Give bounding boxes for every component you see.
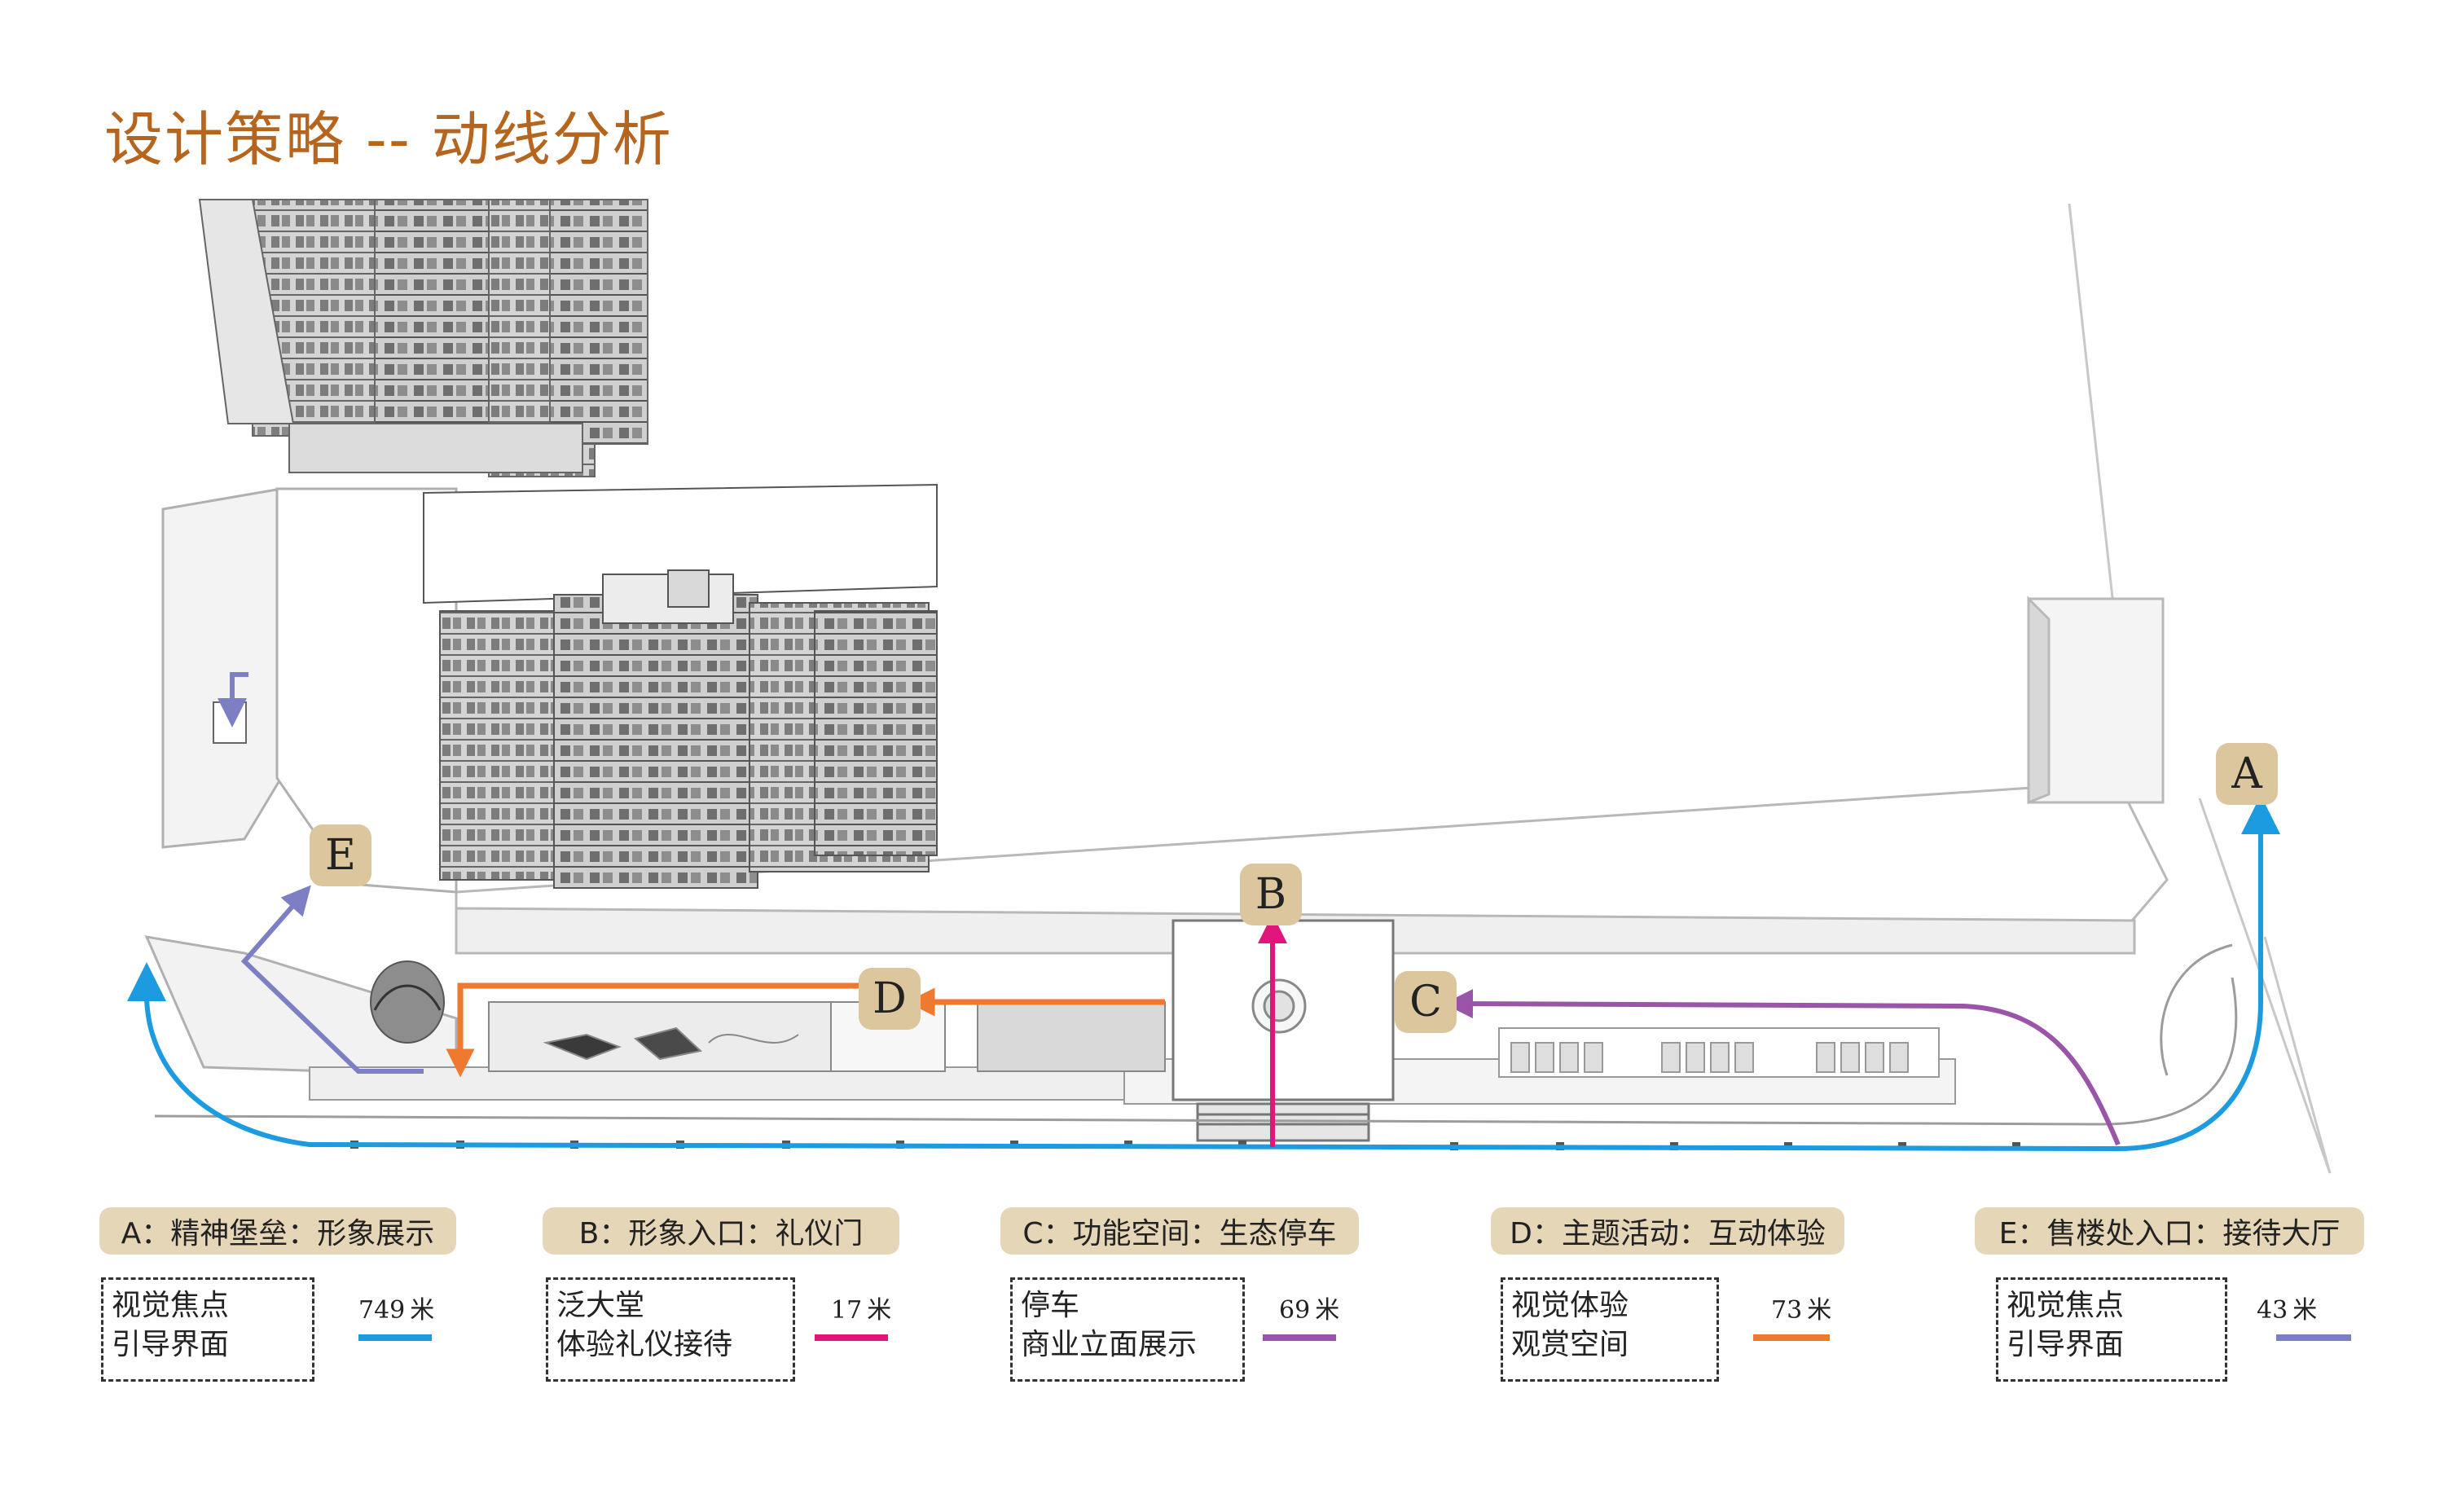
legend-a-line-2: 引导界面 xyxy=(112,1328,230,1361)
route-lines xyxy=(127,672,2280,1152)
legend-a-label: A：精神堡垒：形象展示 xyxy=(99,1207,456,1255)
legend-d-description: 视觉体验 观赏空间 xyxy=(1501,1277,1719,1382)
legend-e-line-2: 引导界面 xyxy=(2007,1328,2125,1361)
legend-e-line-1: 视觉焦点 xyxy=(2007,1289,2125,1322)
legend-b-line-swatch xyxy=(815,1334,888,1341)
legend-a-line-swatch xyxy=(358,1334,432,1341)
legend-c-line-swatch xyxy=(1263,1334,1336,1341)
route-d2-line xyxy=(446,982,864,1078)
legend-e-line-swatch xyxy=(2276,1334,2351,1341)
marker-c: C xyxy=(1395,971,1457,1033)
legend-c-label: C：功能空间：生态停车 xyxy=(1000,1207,1359,1255)
marker-a: A xyxy=(2216,743,2278,805)
legend-b-distance-value: 17 xyxy=(831,1296,863,1325)
legend-b-description: 泛大堂 体验礼仪接待 xyxy=(546,1277,795,1382)
legend-e-label: E：售楼处入口：接待大厅 xyxy=(1975,1207,2364,1255)
legend-d-line-2: 观赏空间 xyxy=(1511,1328,1629,1361)
legend-a-line-1: 视觉焦点 xyxy=(112,1289,230,1322)
legend-a-distance-value: 749 xyxy=(358,1296,406,1325)
marker-e: E xyxy=(310,824,371,886)
route-e2-line xyxy=(218,672,248,727)
legend-a-description: 视觉焦点 引导界面 xyxy=(101,1277,314,1382)
legend-d-distance-value: 73 xyxy=(1771,1296,1803,1325)
legend-c-description: 停车 商业立面展示 xyxy=(1010,1277,1245,1382)
legend-d-line-swatch xyxy=(1753,1334,1830,1341)
legend-b-line-1: 泛大堂 xyxy=(556,1289,645,1322)
legend-b-label: B：形象入口：礼仪门 xyxy=(543,1207,899,1255)
route-a-line xyxy=(144,795,2280,1152)
legend-e-distance-value: 43 xyxy=(2257,1296,2288,1325)
marker-d: D xyxy=(859,968,921,1030)
legend-d-line-1: 视觉体验 xyxy=(1511,1289,1629,1322)
legend-a-distance-unit: 米 xyxy=(410,1296,435,1325)
legend-e-description: 视觉焦点 引导界面 xyxy=(1996,1277,2227,1382)
legend-c-line-1: 停车 xyxy=(1021,1289,1080,1322)
legend-b-distance-unit: 米 xyxy=(867,1296,892,1325)
route-c-line xyxy=(1444,989,2121,1146)
legend-c-distance-unit: 米 xyxy=(1315,1296,1340,1325)
legend-d-label: D：主题活动：互动体验 xyxy=(1491,1207,1844,1255)
legend-e-distance-unit: 米 xyxy=(2292,1296,2318,1325)
legend-d-distance-unit: 米 xyxy=(1807,1296,1832,1325)
page-title: 设计策略 -- 动线分析 xyxy=(104,105,673,174)
legend-c-distance-value: 69 xyxy=(1279,1296,1311,1325)
marker-b: B xyxy=(1240,864,1302,925)
legend-c-line-2: 商业立面展示 xyxy=(1021,1328,1198,1361)
route-e1-line xyxy=(240,885,424,1074)
legend-b-line-2: 体验礼仪接待 xyxy=(556,1328,733,1361)
